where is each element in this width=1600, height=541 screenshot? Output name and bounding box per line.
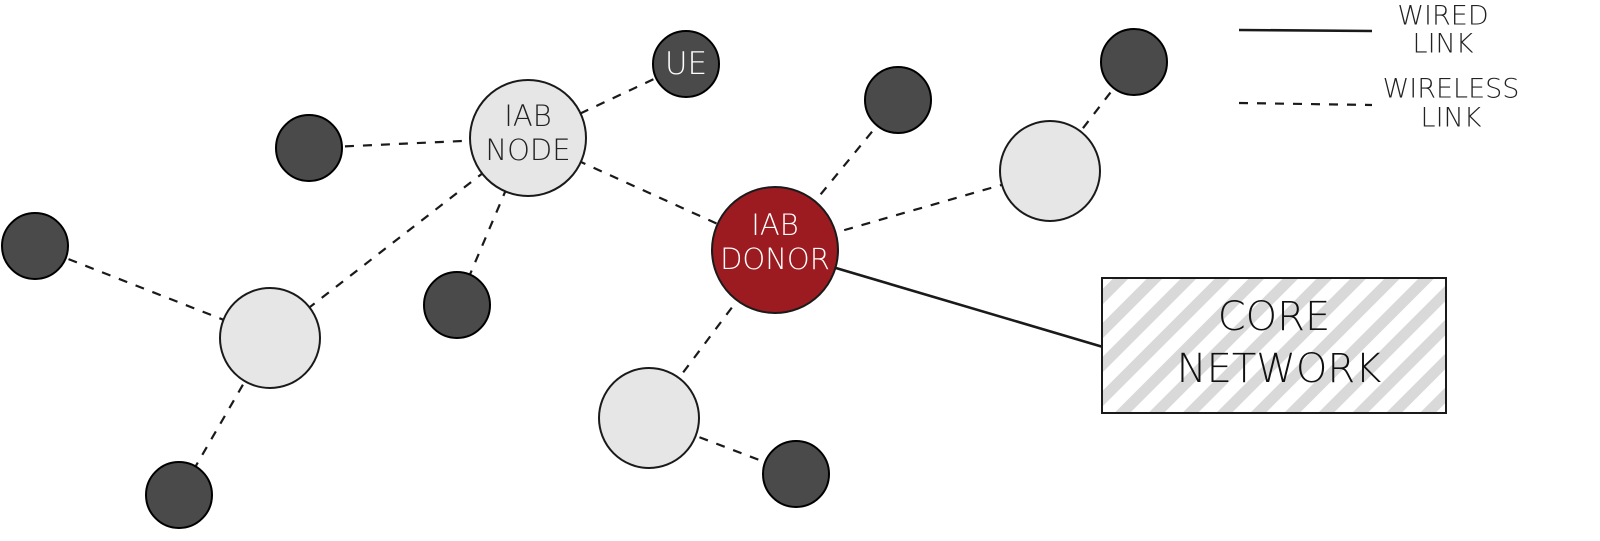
legend-wired-label-line1: WIRED xyxy=(1397,1,1488,32)
ue-node-bottom-left xyxy=(145,461,213,529)
core-network-label-line2: NETWORK xyxy=(1177,346,1382,392)
ue-label: UE xyxy=(665,46,707,82)
ue-node-far-right xyxy=(1100,28,1168,96)
ue-nodes: UE xyxy=(1,28,1168,529)
legend-wired-label-line2: LINK xyxy=(1413,29,1474,60)
core-network-box: CORE NETWORK xyxy=(1101,277,1447,414)
core-network-label-line1: CORE xyxy=(1218,294,1330,340)
iab-donor-label-line2: DONOR xyxy=(720,242,830,276)
iab-donor-node xyxy=(711,186,839,314)
ue-node-far-left xyxy=(1,212,69,280)
iab-node-main xyxy=(469,79,587,197)
legend: WIRED LINK WIRELESS LINK xyxy=(1238,1,1520,134)
wireless-link-ue-far-left-iab-left xyxy=(34,244,271,340)
legend-wireless-line xyxy=(1238,101,1373,107)
iab-node-label-line2: NODE xyxy=(485,133,570,167)
iab-node-bottom xyxy=(598,367,700,469)
iab-donor: IAB DONOR xyxy=(711,186,839,314)
ue-node-bottom-right xyxy=(762,440,830,508)
ue-node-top-right xyxy=(864,66,932,134)
iab-node-left xyxy=(219,287,321,389)
legend-wireless-label-line2: LINK xyxy=(1421,103,1482,134)
ue-node-mid xyxy=(423,271,491,339)
ue-node-left xyxy=(275,114,343,182)
legend-wired-line xyxy=(1238,28,1373,33)
wireless-link-donor-ue-top-right xyxy=(774,99,899,251)
ue-node-top xyxy=(652,30,720,98)
iab-node-right xyxy=(999,120,1101,222)
legend-wireless-label-line1: WIRELESS xyxy=(1383,74,1520,105)
iab-node-label-line1: IAB xyxy=(504,99,551,133)
iab-donor-label-line1: IAB xyxy=(751,208,798,242)
iab-nodes: IAB NODE xyxy=(219,79,1101,469)
